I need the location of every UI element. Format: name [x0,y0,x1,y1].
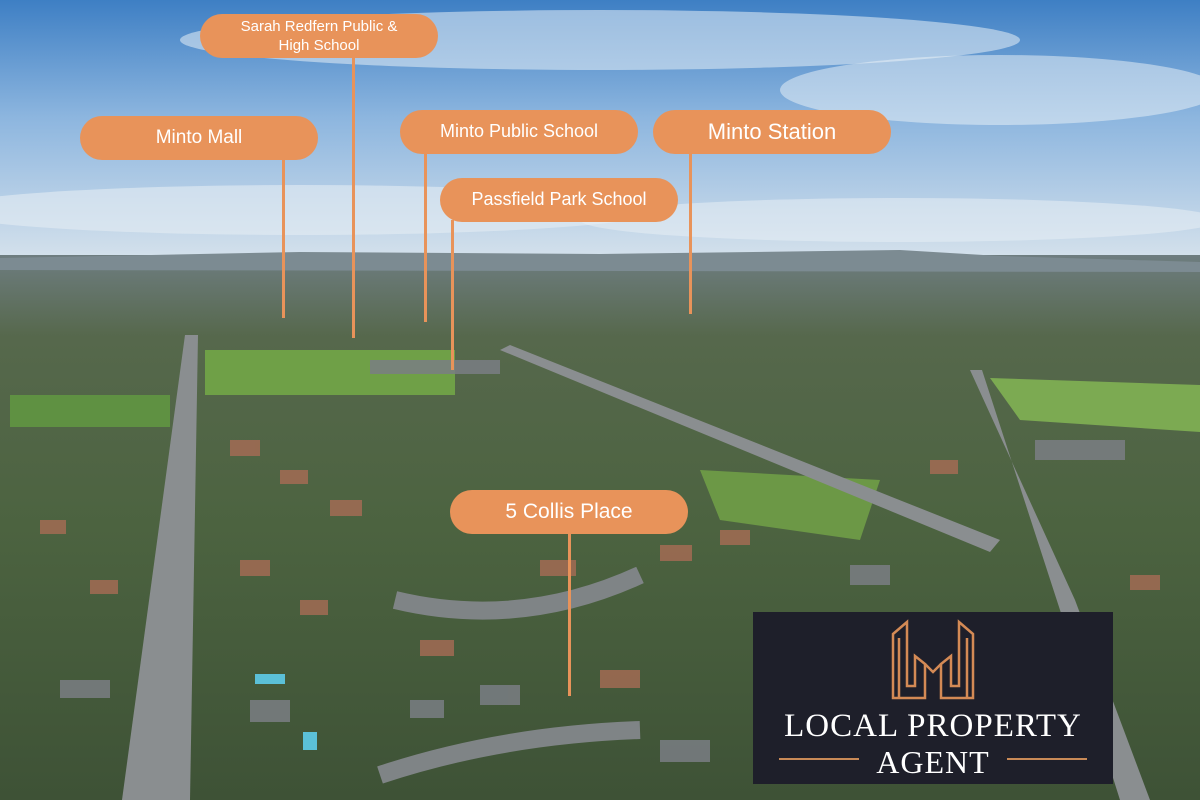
label-minto-mall: Minto Mall [80,116,318,160]
houses [40,440,1160,688]
label-sarah-redfern: Sarah Redfern Public & High School [200,14,438,58]
label-minto-public-school: Minto Public School [400,110,638,154]
field-right [990,378,1200,432]
houses-grey [60,360,1125,762]
road-left [122,335,198,800]
label-passfield-park-school: Passfield Park School [440,178,678,222]
building-mark-icon [891,619,975,700]
pin-line-minto-mall [282,160,285,318]
agency-logo: LOCAL PROPERTY AGENT [753,612,1113,784]
pin-line-property [568,534,571,696]
distant-hills [0,250,1200,272]
logo-rule-left [779,758,859,760]
cloud [580,198,1200,242]
pin-line-minto-station [689,152,692,314]
pin-line-passfield-park [451,220,454,370]
logo-line-2: AGENT [876,744,990,780]
road-diagonal [500,345,1000,552]
field-left [10,395,170,427]
label-property-address: 5 Collis Place [450,490,688,534]
logo-line-1: LOCAL PROPERTY [784,708,1082,744]
pool [255,674,285,684]
logo-rule-right [1007,758,1087,760]
cloud [780,55,1200,125]
street-lower [377,721,641,784]
pool [303,732,317,750]
label-minto-station: Minto Station [653,110,891,154]
pin-line-minto-public [424,152,427,322]
street-curve [392,566,644,620]
pin-line-sarah-redfern [352,58,355,338]
